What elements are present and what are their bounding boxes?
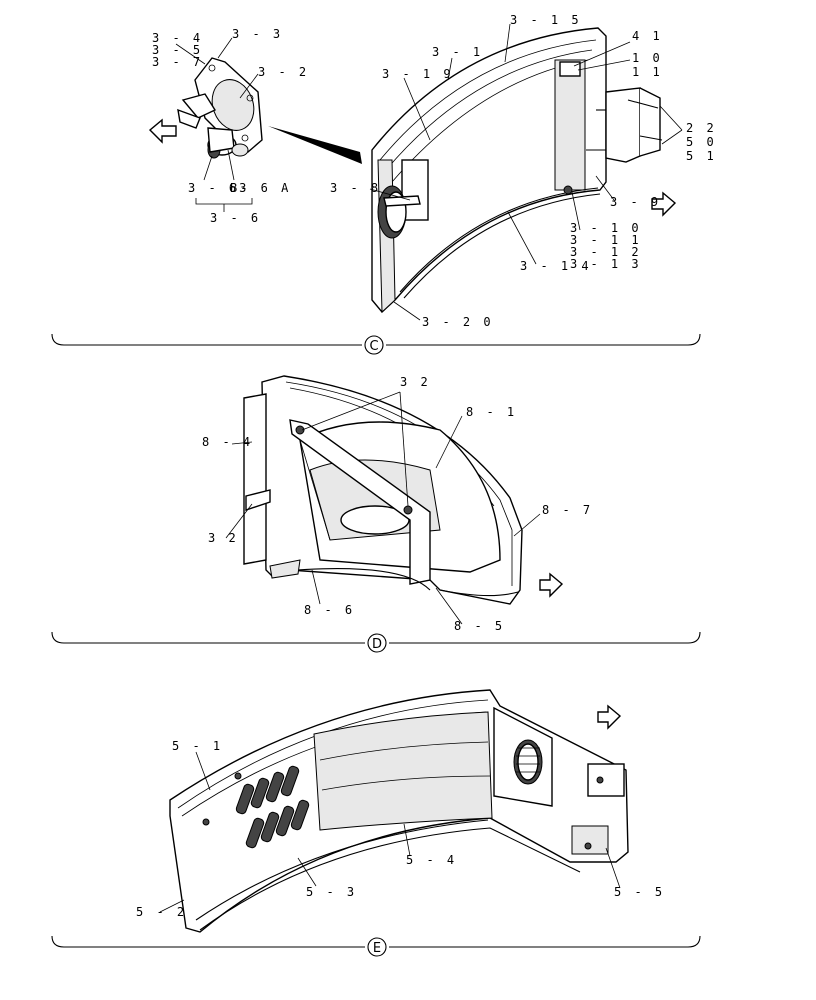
label-3-13: 3 - 1 3 xyxy=(570,257,642,271)
label-3-2: 3 - 2 xyxy=(258,65,309,79)
label-3-7: 3 - 7 xyxy=(152,55,203,69)
label-5-2: 5 - 2 xyxy=(136,905,187,919)
section-e: 5 - 1 5 - 2 5 - 3 5 - 4 5 - 5 E xyxy=(51,689,701,957)
label-3-19: 3 - 1 9 xyxy=(382,67,454,81)
section-brace xyxy=(51,333,701,346)
label-3-1: 3 - 1 xyxy=(432,45,483,59)
label-3-9: 3 - 9 xyxy=(610,195,661,209)
label-5-4: 5 - 4 xyxy=(406,853,457,867)
label-5-3: 5 - 3 xyxy=(306,885,357,899)
section-brace xyxy=(51,935,701,948)
leader-lines xyxy=(159,751,621,913)
label-32-left: 3 2 xyxy=(208,531,239,545)
label-11: 1 1 xyxy=(632,65,663,79)
label-8-4: 8 - 4 xyxy=(202,435,253,449)
section-letter-e: E xyxy=(373,941,381,956)
label-3-11: 3 - 1 1 xyxy=(570,233,642,247)
section-brace xyxy=(51,631,701,644)
section-letter-c: C xyxy=(369,339,378,354)
direction-arrow-icon xyxy=(597,704,622,730)
label-8-1: 8 - 1 xyxy=(466,405,517,419)
section-marker-c xyxy=(364,335,384,355)
vent-slots xyxy=(235,765,310,849)
label-b-6a: B- 6 A xyxy=(230,181,291,195)
label-3-12: 3 - 1 2 xyxy=(570,245,642,259)
label-5-5: 5 - 5 xyxy=(614,885,665,899)
section-marker-e xyxy=(367,937,387,957)
label-3-10: 3 - 1 0 xyxy=(570,221,642,235)
label-5-1: 5 - 1 xyxy=(172,739,223,753)
label-51: 5 1 xyxy=(686,149,717,163)
label-3-6: 3 - 6 xyxy=(210,211,261,225)
direction-arrow-icon xyxy=(148,118,177,144)
latch-assembly-drawing xyxy=(177,57,263,159)
label-3-4: 3 - 4 xyxy=(152,31,203,45)
section-d: 3 2 8 - 1 8 - 4 8 - 7 3 2 8 - 6 8 - 5 D xyxy=(51,375,701,653)
section-marker-d xyxy=(367,633,387,653)
label-41: 4 1 xyxy=(632,29,663,43)
label-3-20: 3 - 2 0 xyxy=(422,315,494,329)
label-10: 1 0 xyxy=(632,51,663,65)
label-50: 5 0 xyxy=(686,135,717,149)
label-8-5: 8 - 5 xyxy=(454,619,505,633)
label-32-top: 3 2 xyxy=(400,375,431,389)
label-3-5: 3 - 5 xyxy=(152,43,203,57)
label-3-63: 3 - 63 xyxy=(188,181,249,195)
label-3-3: 3 - 3 xyxy=(232,27,283,41)
label-8-6: 8 - 6 xyxy=(304,603,355,617)
label-3-14: 3 - 1 4 xyxy=(520,259,592,273)
bracket-drawing xyxy=(586,87,663,163)
leader-lines xyxy=(175,23,683,321)
leader-lines xyxy=(225,391,541,625)
label-22: 2 2 xyxy=(686,121,717,135)
direction-arrow-icon xyxy=(651,191,677,217)
label-3-8: 3 - 8 xyxy=(330,181,381,195)
explode-pointer xyxy=(268,126,362,164)
section-c: 3 - 4 3 - 5 3 - 7 3 - 3 3 - 2 3 - 63 B- … xyxy=(51,13,717,355)
door-panel-drawing xyxy=(371,27,607,314)
air-duct-drawing xyxy=(243,375,523,605)
label-8-7: 8 - 7 xyxy=(542,503,593,517)
cover-panel-drawing xyxy=(169,689,629,933)
label-3-15: 3 - 1 5 xyxy=(510,13,582,27)
section-letter-d: D xyxy=(372,637,382,652)
direction-arrow-icon xyxy=(539,572,564,598)
